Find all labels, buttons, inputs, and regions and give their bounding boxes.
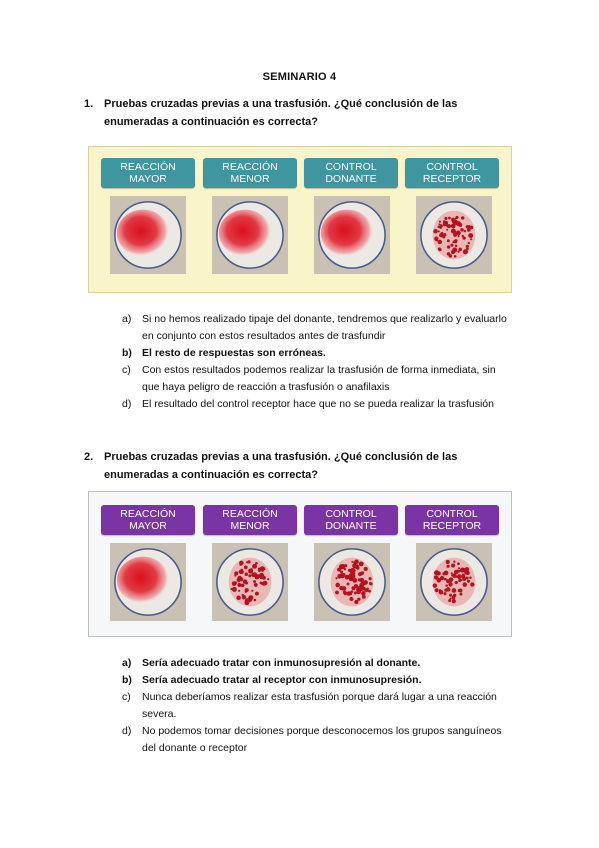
slide-image — [420, 548, 488, 616]
option-b[interactable]: b)El resto de respuestas son erróneas. — [122, 347, 326, 359]
slide-control-donante — [314, 196, 390, 274]
crossmatch-figure-1: REACCIÓN MAYOR REACCIÓN MENOR CONTROL DO… — [88, 146, 512, 293]
question-text: Pruebas cruzadas previas a una trasfusió… — [104, 98, 458, 128]
question-number: 2. — [84, 451, 94, 463]
agglutination-clumps — [433, 215, 474, 258]
option-c[interactable]: c)Con estos resultados podemos realizar … — [122, 364, 496, 393]
question-2: 2. Pruebas cruzadas previas a una trasfu… — [84, 448, 524, 484]
answer-options-1: a)Si no hemos realizado tipaje del donan… — [122, 311, 512, 413]
slide-image — [420, 201, 488, 269]
agglutination-clumps — [335, 559, 373, 605]
question-text: Pruebas cruzadas previas a una trasfusió… — [104, 451, 458, 481]
slide-image — [216, 201, 284, 269]
option-d[interactable]: d)El resultado del control receptor hace… — [122, 398, 494, 410]
slide-reaccion-menor — [212, 196, 288, 274]
slide-control-receptor — [416, 196, 492, 274]
slide-image — [318, 548, 386, 616]
homogeneous-blood-mark — [116, 209, 170, 257]
slide-reaccion-mayor — [110, 543, 186, 621]
option-c[interactable]: c)Nunca deberíamos realizar esta trasfus… — [122, 691, 497, 720]
homogeneous-blood-mark — [320, 209, 374, 257]
option-a[interactable]: a)Sería adecuado tratar con inmunosupres… — [122, 657, 421, 669]
page-title: SEMINARIO 4 — [262, 71, 337, 83]
option-b[interactable]: b)Sería adecuado tratar al receptor con … — [122, 674, 422, 686]
label-control-donante: CONTROL DONANTE — [304, 158, 398, 188]
label-control-receptor: CONTROL RECEPTOR — [405, 505, 499, 535]
slide-control-receptor — [416, 543, 492, 621]
slide-reaccion-mayor — [110, 196, 186, 274]
label-reaccion-menor: REACCIÓN MENOR — [203, 505, 297, 535]
label-control-donante: CONTROL DONANTE — [304, 505, 398, 535]
slide-reaccion-menor — [212, 543, 288, 621]
question-number: 1. — [84, 98, 94, 110]
answer-options-2: a)Sería adecuado tratar con inmunosupres… — [122, 655, 512, 757]
slide-control-donante — [314, 543, 390, 621]
label-reaccion-mayor: REACCIÓN MAYOR — [101, 158, 195, 188]
question-1: 1. Pruebas cruzadas previas a una trasfu… — [84, 95, 524, 131]
label-reaccion-menor: REACCIÓN MENOR — [203, 158, 297, 188]
slide-image — [114, 548, 182, 616]
slide-image — [114, 201, 182, 269]
label-control-receptor: CONTROL RECEPTOR — [405, 158, 499, 188]
crossmatch-figure-2: REACCIÓN MAYOR REACCIÓN MENOR CONTROL DO… — [88, 491, 512, 637]
agglutination-clumps — [230, 560, 270, 606]
homogeneous-blood-mark — [218, 209, 272, 257]
option-d[interactable]: d)No podemos tomar decisiones porque des… — [122, 725, 502, 754]
option-a[interactable]: a)Si no hemos realizado tipaje del donan… — [122, 313, 507, 342]
homogeneous-blood-mark — [116, 556, 170, 604]
slide-image — [318, 201, 386, 269]
label-reaccion-mayor: REACCIÓN MAYOR — [101, 505, 195, 535]
agglutination-clumps — [432, 559, 475, 604]
slide-image — [216, 548, 284, 616]
